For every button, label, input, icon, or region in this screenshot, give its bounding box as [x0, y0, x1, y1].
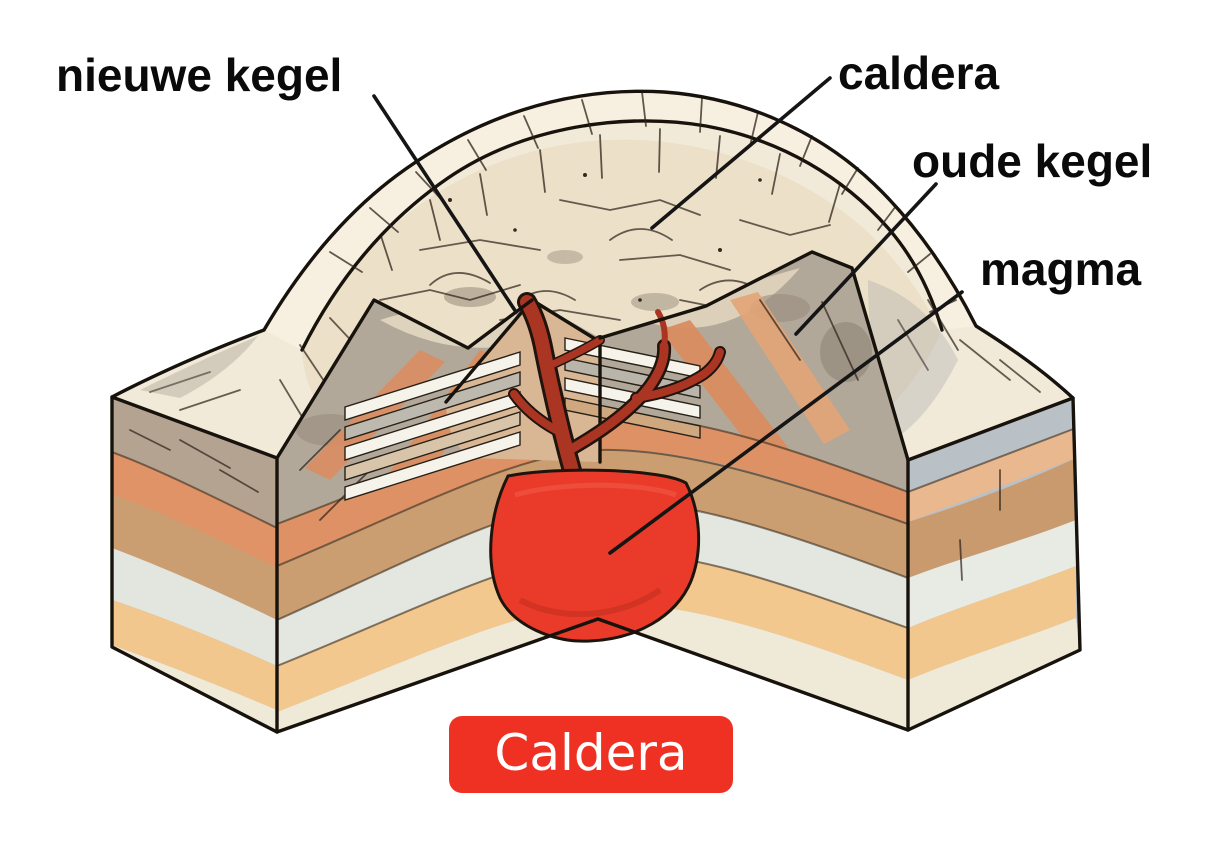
- magma-system: [489, 292, 726, 643]
- label-oude-kegel: oude kegel: [912, 135, 1152, 187]
- label-caldera: caldera: [838, 47, 1000, 99]
- title-badge: Caldera: [449, 716, 733, 793]
- caldera-wall-striations: [379, 128, 841, 271]
- label-magma: magma: [980, 243, 1141, 295]
- label-nieuwe-kegel: nieuwe kegel: [56, 49, 342, 101]
- oude-kegel-leader-line: [794, 182, 938, 336]
- leader-lines: [372, 76, 964, 555]
- magma-leader-line: [608, 290, 964, 555]
- new-cone: [344, 298, 701, 501]
- title-badge-label: Caldera: [494, 724, 687, 782]
- title-badge-background: [449, 716, 733, 793]
- block-outlines: [110, 89, 1082, 734]
- nieuwe-kegel-leader-line: [372, 94, 518, 314]
- labels: nieuwe kegel caldera oude kegel magma: [56, 47, 1152, 295]
- caldera-leader-line: [650, 76, 832, 230]
- magma-veins: [510, 295, 724, 485]
